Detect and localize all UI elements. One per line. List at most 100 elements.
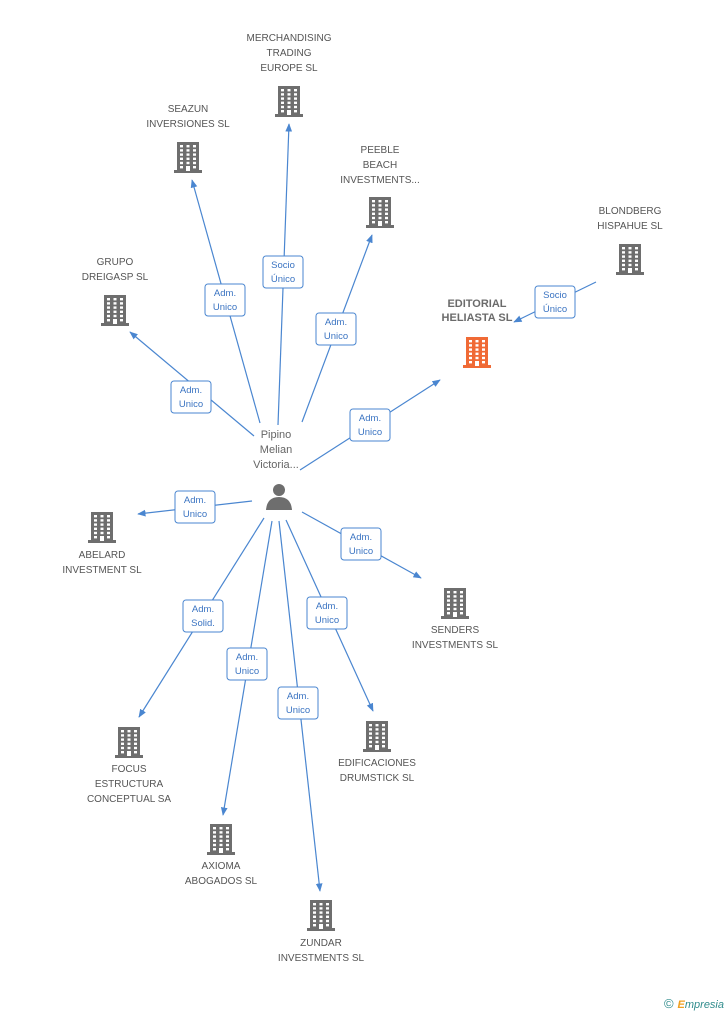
edge-person-senders: Adm.Unico	[301, 511, 422, 579]
edge-person-focus: Adm. Solid.	[138, 517, 265, 718]
person-name-line: Pipino	[261, 429, 292, 441]
company-node-senders[interactable]: SENDERS INVESTMENTS SL	[412, 588, 499, 651]
person-name-line: Melian	[260, 444, 292, 456]
edge-label-box	[277, 686, 319, 720]
person-node[interactable]: PipinoMelianVictoria...	[253, 429, 299, 510]
company-node-seazun[interactable]: SEAZUN INVERSIONES SL	[146, 104, 230, 173]
edge-label-text: Unico	[286, 705, 310, 716]
company-name-line: MERCHANDISING	[246, 33, 331, 44]
edge-role-label[interactable]: Adm. Unico	[204, 283, 246, 317]
edge-label-text: Socio	[543, 290, 567, 301]
edge-label-text: Adm.	[184, 495, 206, 506]
brand-initial: E	[677, 999, 685, 1011]
brand-name: mpresia	[684, 999, 724, 1011]
edge-label-box	[204, 283, 246, 317]
company-name-line: ABOGADOS SL	[185, 876, 258, 887]
edge-label-text: Unico	[213, 302, 237, 313]
company-name-line: CONCEPTUAL SA	[87, 794, 171, 805]
company-name-line: AXIOMA	[202, 861, 241, 872]
edge-label-text: Socio	[271, 260, 295, 271]
edge-label-box	[182, 599, 224, 633]
building-icon	[616, 244, 644, 275]
edge-label-text: Adm.	[287, 691, 309, 702]
edge-person-seazun: Adm. Unico	[190, 179, 261, 424]
edge-person-grupo: Adm.Unico	[129, 331, 255, 437]
building-icon	[115, 727, 143, 758]
person-icon	[266, 484, 292, 510]
building-icon	[363, 721, 391, 752]
copyright-symbol: ©	[663, 996, 674, 1011]
edge-label-text: Unico	[315, 615, 339, 626]
edge-label-text: Adm.	[214, 288, 236, 299]
edge-role-label[interactable]: Adm. Unico	[315, 312, 357, 346]
edge-role-label[interactable]: Adm.Solid.	[182, 599, 224, 633]
company-name-line: TRADING	[267, 48, 312, 59]
company-name-line: INVERSIONES SL	[146, 119, 230, 130]
brand-watermark: ©Empresia	[664, 996, 724, 1011]
building-icon	[101, 295, 129, 326]
edge-role-label[interactable]: Adm. Unico	[226, 647, 268, 681]
edge-label-box	[534, 285, 576, 319]
edge-role-label[interactable]: Adm.Unico	[340, 527, 382, 561]
company-name-line: DREIGASP SL	[82, 272, 149, 283]
building-icon	[307, 900, 335, 931]
edge-label-text: Unico	[183, 509, 207, 520]
company-name-line: FOCUS	[112, 764, 147, 775]
edge-label-text: Adm.	[316, 601, 338, 612]
company-node-axioma[interactable]: AXIOMA ABOGADOS SL	[185, 824, 258, 887]
edge-role-label[interactable]: Adm. Unico	[306, 596, 348, 630]
company-name-line: SEAZUN	[168, 104, 209, 115]
edge-label-box	[262, 255, 304, 289]
edge-label-text: Único	[271, 274, 295, 285]
edge-label-box	[170, 380, 212, 414]
edge-label-box	[226, 647, 268, 681]
edge-label-text: Único	[543, 304, 567, 315]
building-icon	[275, 86, 303, 117]
company-node-grupo[interactable]: GRUPO DREIGASP SL	[82, 257, 149, 326]
company-name-line: GRUPO	[97, 257, 134, 268]
edge-role-label[interactable]: Adm.Unico	[170, 380, 212, 414]
company-node-peeble[interactable]: PEEBLEBEACHINVESTMENTS...	[340, 145, 420, 228]
edge-label-text: Adm.	[359, 413, 381, 424]
edge-label-text: Adm.	[325, 317, 347, 328]
company-name-line: INVESTMENTS SL	[412, 640, 499, 651]
edge-person-edificaciones: Adm. Unico	[285, 519, 374, 712]
edge-role-label[interactable]: Adm. Unico	[349, 408, 391, 442]
edge-label-text: Unico	[324, 331, 348, 342]
edge-label-text: Unico	[235, 666, 259, 677]
edge-person-axioma: Adm. Unico	[220, 520, 273, 816]
company-name-line: EDIFICACIONES	[338, 758, 416, 769]
edge-role-label[interactable]: Adm. Unico	[277, 686, 319, 720]
company-name-line: SENDERS	[431, 625, 480, 636]
edge-label-box	[349, 408, 391, 442]
edge-label-box	[306, 596, 348, 630]
edge-label-text: Unico	[358, 427, 382, 438]
company-name-line: INVESTMENTS...	[340, 175, 419, 186]
edge-label-text: Solid.	[191, 618, 215, 629]
building-icon	[207, 824, 235, 855]
edge-label-text: Adm.	[350, 532, 372, 543]
edge-label-box	[315, 312, 357, 346]
edge-person-editorial: Adm. Unico	[299, 379, 441, 471]
edge-person-zundar: Adm. Unico	[277, 520, 323, 892]
edge-label-text: Adm.	[180, 385, 202, 396]
company-name-line: INVESTMENTS SL	[278, 953, 365, 964]
edge-person-abelard: Adm. Unico	[137, 490, 253, 524]
person-name-line: Victoria...	[253, 459, 299, 471]
company-name-line: HISPAHUE SL	[597, 221, 663, 232]
building-icon	[463, 337, 491, 368]
edge-role-label[interactable]: Adm. Unico	[174, 490, 216, 524]
edge-label-text: Adm.	[236, 652, 258, 663]
company-name-line: HELIASTA SL	[442, 312, 513, 324]
